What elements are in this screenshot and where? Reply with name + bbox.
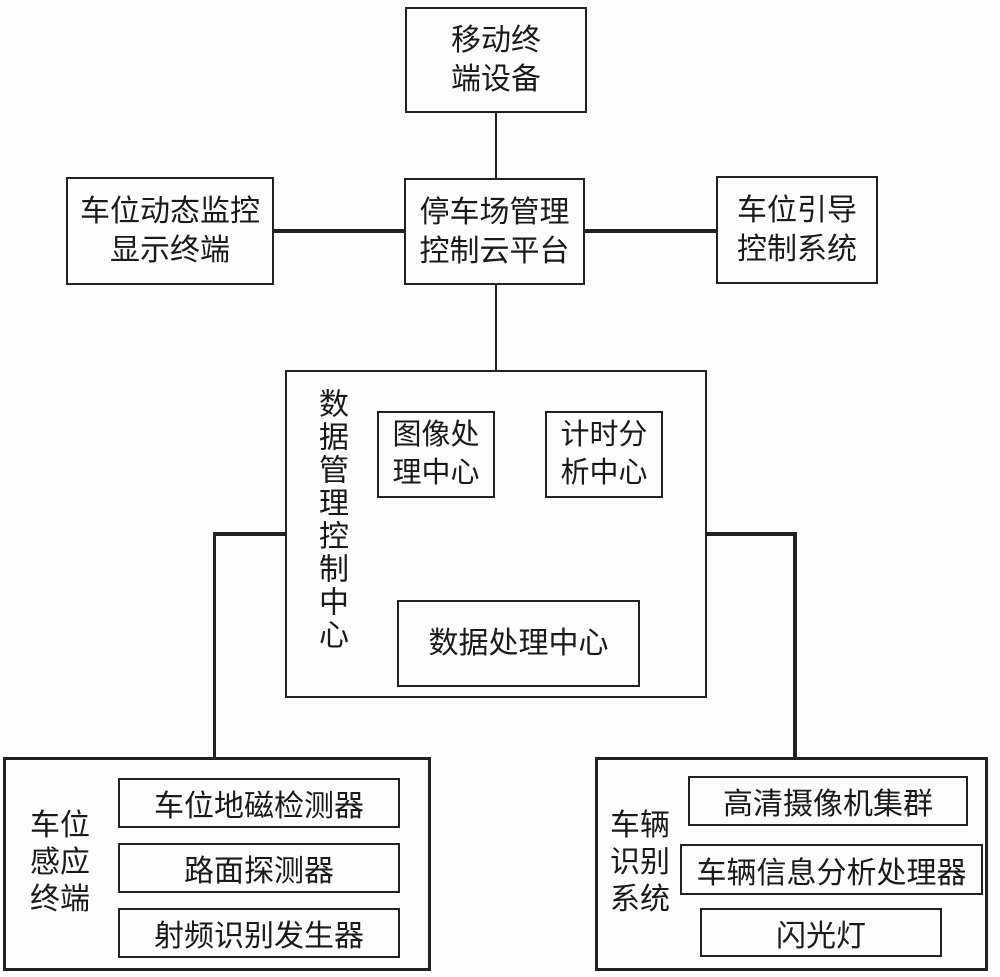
node-guidance-system-line2: 控制系统 xyxy=(737,233,857,266)
node-cloud-platform-line2: 控制云平台 xyxy=(419,234,570,268)
connector-to-vehicle-recognition xyxy=(793,532,797,759)
item-vehicle-info-processor-label: 车辆信息分析处理器 xyxy=(696,856,967,890)
label-data-management-center: 数据管理控制中心 xyxy=(314,388,347,652)
connector-stub-left xyxy=(213,532,286,536)
connector-to-sensing-terminal xyxy=(213,532,216,759)
node-guidance-system-line1: 车位引导 xyxy=(737,194,857,227)
item-geomagnetic-detector: 车位地磁检测器 xyxy=(118,778,400,828)
item-hd-camera-cluster: 高清摄像机集群 xyxy=(688,776,968,826)
item-rfid-generator-label: 射频识别发生器 xyxy=(154,920,364,953)
label-vehicle-recognition-system: 车辆 识别 系统 xyxy=(607,808,673,919)
label-parking-sensing-line1: 车位 xyxy=(30,809,90,842)
connector-monitor-to-cloud xyxy=(273,229,406,233)
node-cloud-platform: 停车场管理 控制云平台 xyxy=(404,178,585,285)
item-road-surface-detector-label: 路面探测器 xyxy=(184,855,334,888)
node-image-processing-center: 图像处 理中心 xyxy=(377,411,495,498)
node-mobile-terminal-line2: 端设备 xyxy=(451,63,541,96)
connector-stub-right xyxy=(706,532,797,536)
node-guidance-system: 车位引导 控制系统 xyxy=(716,176,878,284)
node-timing-analysis-line2: 析中心 xyxy=(560,456,648,489)
node-image-processing-line1: 图像处 xyxy=(392,418,480,451)
item-flash-light: 闪光灯 xyxy=(700,908,942,957)
connector-mobile-to-cloud xyxy=(495,113,497,179)
label-parking-sensing-line2: 感应 xyxy=(30,845,90,879)
node-mobile-terminal: 移动终 端设备 xyxy=(405,7,587,113)
item-hd-camera-cluster-label: 高清摄像机集群 xyxy=(723,788,933,821)
item-flash-light-label: 闪光灯 xyxy=(776,919,866,953)
connector-cloud-to-data-management xyxy=(495,284,497,372)
item-road-surface-detector: 路面探测器 xyxy=(118,843,400,893)
node-monitor-terminal-line2: 显示终端 xyxy=(110,234,230,267)
item-rfid-generator: 射频识别发生器 xyxy=(118,908,400,958)
label-vehicle-recognition-line2: 识别 xyxy=(610,845,670,879)
node-monitor-terminal: 车位动态监控 显示终端 xyxy=(66,177,274,285)
node-timing-analysis-line1: 计时分 xyxy=(560,418,648,451)
node-data-processing-center: 数据处理中心 xyxy=(397,600,640,687)
label-parking-sensing-terminal: 车位 感应 终端 xyxy=(27,808,93,919)
item-geomagnetic-detector-label: 车位地磁检测器 xyxy=(154,790,364,823)
node-data-processing-label: 数据处理中心 xyxy=(428,627,609,660)
node-mobile-terminal-line1: 移动终 xyxy=(451,24,541,57)
label-vehicle-recognition-line1: 车辆 xyxy=(610,809,670,842)
node-cloud-platform-line1: 停车场管理 xyxy=(419,195,570,229)
label-parking-sensing-line3: 终端 xyxy=(30,882,90,916)
node-image-processing-line2: 理中心 xyxy=(392,456,480,489)
label-vehicle-recognition-line3: 系统 xyxy=(610,882,670,916)
node-timing-analysis-center: 计时分 析中心 xyxy=(545,411,663,498)
item-vehicle-info-processor: 车辆信息分析处理器 xyxy=(680,844,983,895)
connector-cloud-to-guidance xyxy=(584,229,718,233)
node-monitor-terminal-line1: 车位动态监控 xyxy=(80,195,260,228)
